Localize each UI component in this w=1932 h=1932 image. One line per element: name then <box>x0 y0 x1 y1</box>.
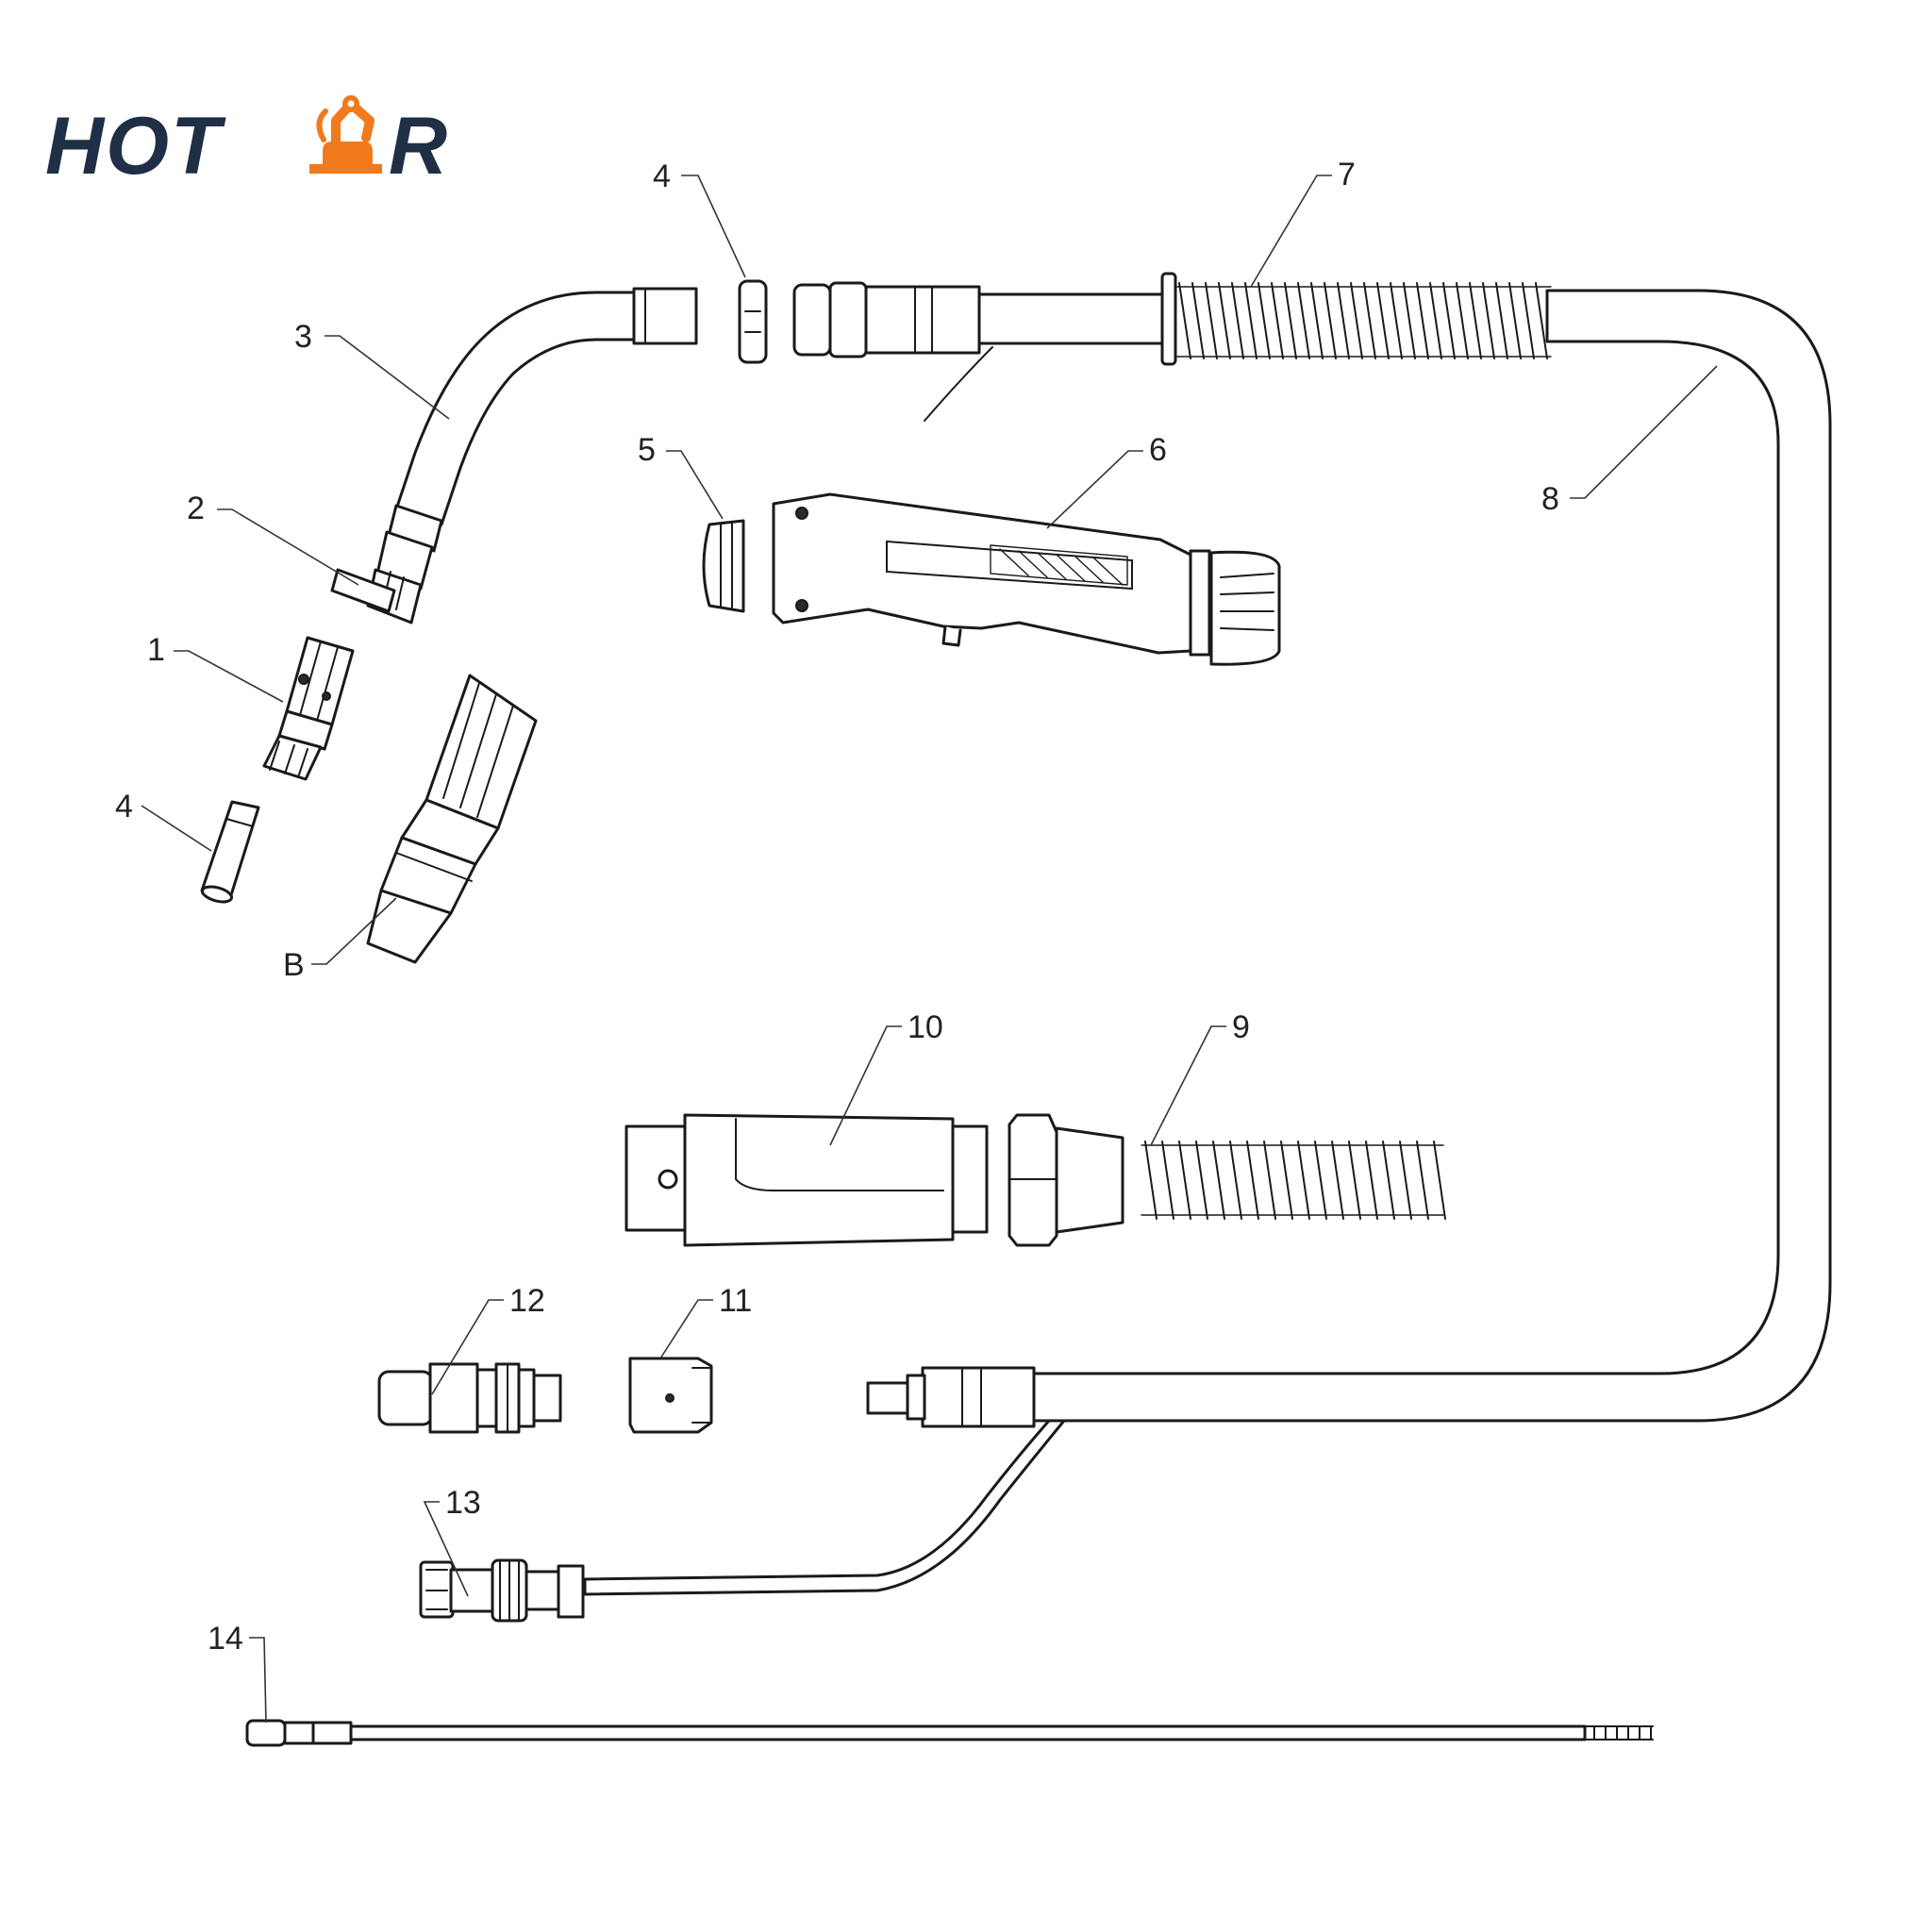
part-10-rear-handle <box>625 1113 989 1247</box>
callout-3: 3 <box>294 319 450 420</box>
part-3-swan-neck <box>366 287 698 625</box>
callout-6: 6 <box>1046 432 1167 529</box>
callout-12: 12 <box>431 1283 545 1395</box>
svg-text:11: 11 <box>719 1283 752 1319</box>
callout-7: 7 <box>1250 157 1356 288</box>
callout-9: 9 <box>1150 1009 1250 1146</box>
part-6-handle <box>772 492 1281 666</box>
callout-11: 11 <box>659 1283 752 1359</box>
callout-1: 1 <box>147 632 284 703</box>
callout-14: 14 <box>208 1621 267 1724</box>
part-12-connector-plug <box>377 1362 562 1434</box>
svg-text:10: 10 <box>908 1009 943 1045</box>
part-14-liner <box>245 1719 1654 1747</box>
part-11-clamp-block <box>628 1357 713 1434</box>
part-5-front-cap <box>702 519 745 613</box>
logo-text-right: R <box>389 101 449 192</box>
svg-text:9: 9 <box>1232 1009 1250 1045</box>
part-9-spring-nut <box>1008 1113 1446 1247</box>
main-cable-assembly <box>792 272 1832 1428</box>
callout-10: 10 <box>829 1009 943 1146</box>
svg-text:8: 8 <box>1541 481 1559 517</box>
svg-text:3: 3 <box>294 319 312 355</box>
svg-text:4: 4 <box>653 158 671 194</box>
callout-b: B <box>283 897 397 983</box>
part-4-contact-tip <box>200 800 260 904</box>
part-13-control-plug <box>419 1419 1066 1623</box>
svg-text:5: 5 <box>638 432 656 468</box>
logo-text-left: HOT <box>45 101 226 192</box>
svg-text:4: 4 <box>115 789 133 824</box>
part-7-spring-guard <box>1160 272 1552 366</box>
svg-text:7: 7 <box>1338 157 1356 192</box>
svg-text:1: 1 <box>147 632 165 668</box>
callout-2: 2 <box>187 491 359 586</box>
callout-5: 5 <box>638 432 724 520</box>
part-b-nozzle <box>366 674 538 964</box>
callout-4-top: 4 <box>653 158 746 278</box>
callout-8: 8 <box>1541 365 1718 517</box>
part-1-gas-diffuser <box>262 636 355 781</box>
callout-4-left: 4 <box>115 789 212 852</box>
part-2-insulator <box>330 568 396 613</box>
svg-text:14: 14 <box>208 1621 243 1657</box>
callout-13: 13 <box>423 1485 481 1597</box>
svg-text:2: 2 <box>187 491 205 526</box>
svg-text:6: 6 <box>1149 432 1167 468</box>
svg-text:B: B <box>283 947 305 983</box>
robot-arm-icon <box>309 95 382 174</box>
svg-text:13: 13 <box>445 1485 481 1521</box>
svg-text:12: 12 <box>509 1283 545 1319</box>
part-4-o-ring <box>738 279 768 364</box>
brand-logo: HOT R <box>45 95 449 192</box>
